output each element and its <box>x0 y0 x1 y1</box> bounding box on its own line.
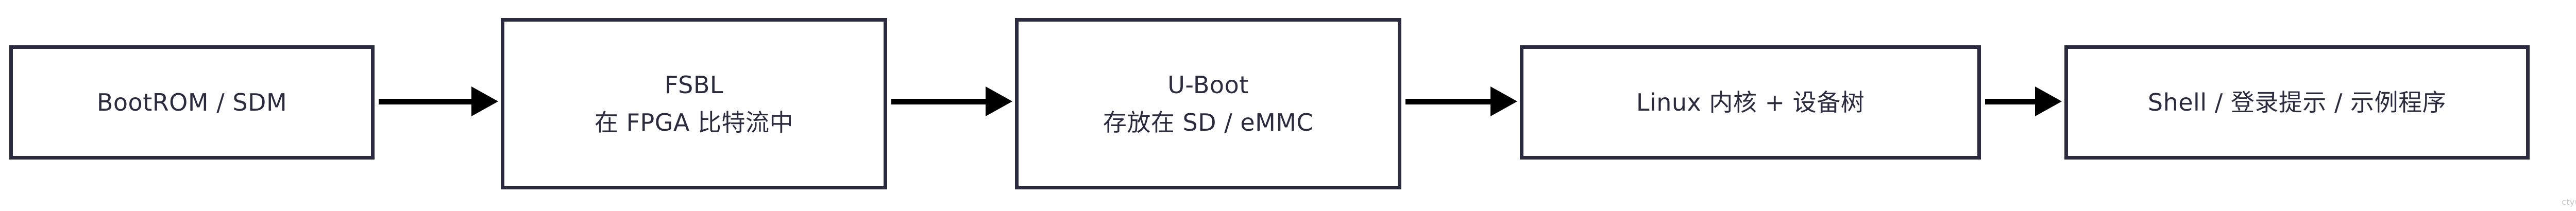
arrow-head-icon <box>986 86 1012 116</box>
flow-arrow-uboot-to-kernel <box>1405 86 1517 116</box>
flow-node-bootrom[interactable]: BootROM / SDM <box>9 45 378 163</box>
flow-node-fsbl[interactable]: FSBL 在 FPGA 比特流中 <box>501 18 891 193</box>
flow-node-uboot-line-2: 存放在 SD / eMMC <box>1103 108 1314 136</box>
arrow-shaft-icon <box>379 98 472 104</box>
arrow-head-icon <box>1490 86 1517 116</box>
arrow-shaft-icon <box>1405 98 1491 104</box>
flow-arrow-bootrom-to-fsbl <box>379 86 498 116</box>
flow-node-shell-line-1: Shell / 登录提示 / 示例程序 <box>2147 88 2447 116</box>
flow-node-shell[interactable]: Shell / 登录提示 / 示例程序 <box>2064 45 2533 163</box>
watermark-label: ctyun/Du_carry <box>2562 197 2576 207</box>
flow-node-fsbl-line-1: FSBL <box>664 71 724 99</box>
flow-node-uboot-line-1: U-Boot <box>1167 71 1249 99</box>
flow-node-uboot[interactable]: U-Boot 存放在 SD / eMMC <box>1015 18 1405 193</box>
flow-node-bootrom-line-1: BootROM / SDM <box>96 88 287 116</box>
arrow-head-icon <box>471 86 498 116</box>
arrow-shaft-icon <box>1985 98 2036 104</box>
arrow-shaft-icon <box>891 98 986 104</box>
flow-node-kernel-line-1: Linux 内核 + 设备树 <box>1636 88 1865 116</box>
flow-node-kernel[interactable]: Linux 内核 + 设备树 <box>1520 45 1985 163</box>
arrow-head-icon <box>2035 86 2062 116</box>
flow-node-fsbl-line-2: 在 FPGA 比特流中 <box>594 108 794 136</box>
flow-arrow-fsbl-to-uboot <box>891 86 1012 116</box>
flow-arrow-kernel-to-shell <box>1985 86 2062 116</box>
